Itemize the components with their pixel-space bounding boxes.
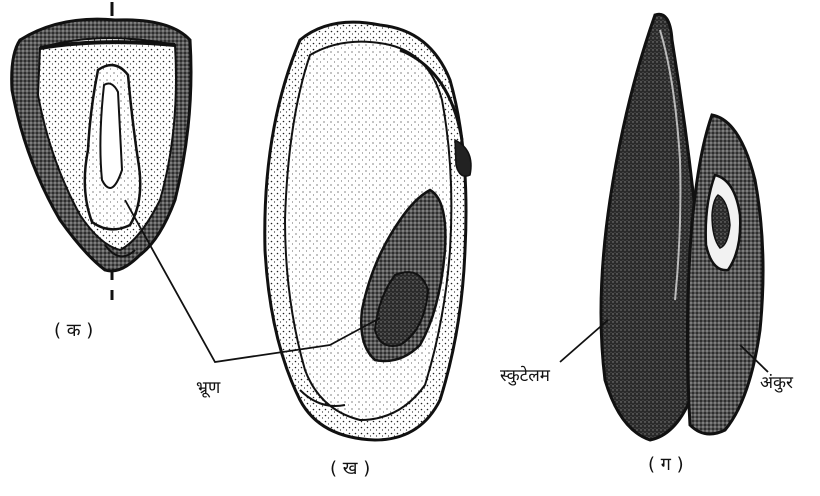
scutellum bbox=[601, 14, 701, 440]
label-plumule: अंकुर bbox=[760, 375, 793, 392]
caption-panel-b: ( ख ) bbox=[330, 460, 370, 478]
grain-b-notch bbox=[455, 140, 471, 176]
panel-c-embryo bbox=[601, 14, 763, 440]
label-embryo: भ्रूण bbox=[196, 380, 220, 397]
embryo-axis-a bbox=[100, 84, 122, 188]
caption-panel-c: ( ग ) bbox=[648, 456, 684, 474]
panel-a-seed bbox=[12, 2, 191, 300]
label-scutellum: स्कुटेलम bbox=[500, 368, 550, 385]
caption-panel-a: ( क ) bbox=[54, 322, 93, 340]
panel-b-seed bbox=[265, 22, 471, 440]
coleoptile bbox=[688, 115, 764, 434]
